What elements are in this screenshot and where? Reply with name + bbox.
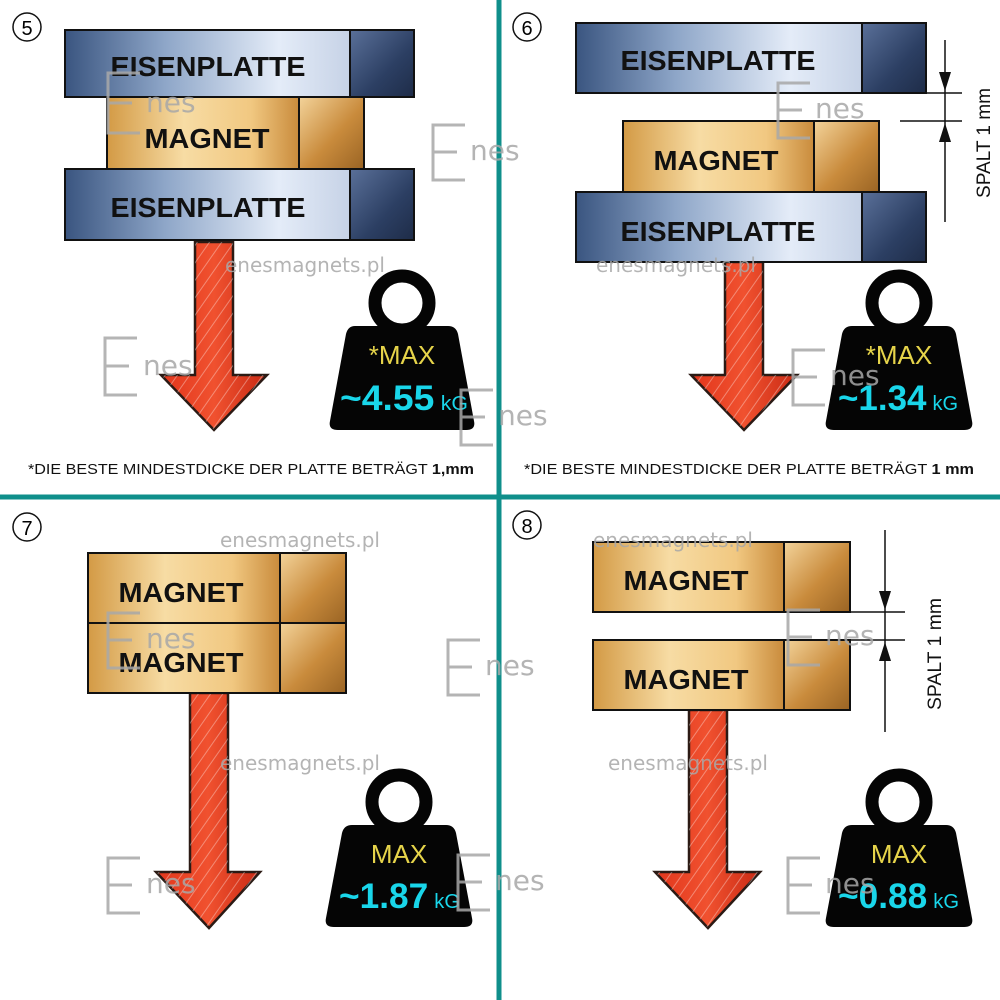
brand-logo-watermark: nes bbox=[106, 856, 196, 915]
magnet-label: MAGNET bbox=[119, 577, 244, 608]
brand-logo-watermark: nes bbox=[459, 388, 548, 447]
watermark-url: enesmagnets.pl bbox=[593, 528, 753, 552]
weight-icon: *MAX ~4.55 kG bbox=[329, 269, 475, 430]
plate-thickness-note: *DIE BESTE MINDESTDICKE DER PLATTE BETRÄ… bbox=[524, 461, 974, 478]
weight-value: ~4.55 kG bbox=[340, 379, 468, 418]
plate-label: EISENPLATTE bbox=[621, 45, 816, 76]
iron-plate-bottom: EISENPLATTE bbox=[575, 191, 927, 263]
brand-logo-watermark: nes bbox=[431, 123, 520, 182]
note-text: *DIE BESTE MINDESTDICKE DER PLATTE BETRÄ… bbox=[28, 461, 432, 478]
max-label: *MAX bbox=[866, 340, 932, 370]
magnet-label: MAGNET bbox=[119, 647, 244, 678]
brand-logo-watermark: nes bbox=[791, 348, 880, 407]
panel-8: 8 MAGNET MAGNET SPALT 1 mm MAX bbox=[512, 510, 973, 930]
watermark-url: enesmagnets.pl bbox=[596, 253, 756, 277]
force-unit: kG bbox=[932, 393, 958, 415]
magnet-label: MAGNET bbox=[624, 664, 749, 695]
plate-label: EISENPLATTE bbox=[621, 216, 816, 247]
force-arrow bbox=[153, 691, 263, 930]
iron-plate-top: EISENPLATTE bbox=[64, 29, 415, 98]
panel-number: 7 bbox=[21, 518, 32, 540]
max-label: MAX bbox=[371, 839, 427, 869]
note-value: 1,mm bbox=[432, 461, 474, 478]
weight-icon: MAX ~0.88 kG bbox=[825, 768, 973, 927]
brand-logo-watermark: nes bbox=[776, 81, 865, 140]
force-unit: kG bbox=[434, 891, 460, 913]
panel-5: 5 EISENPLATTE MAGNET EISENPLATTE bbox=[12, 12, 475, 478]
magnet-label: MAGNET bbox=[145, 123, 270, 154]
magnet-block-top: MAGNET bbox=[87, 552, 347, 624]
svg-text:nes: nes bbox=[825, 867, 875, 900]
panel-7: 7 MAGNET MAGNET MAX ~1.87 kG bbox=[12, 512, 473, 930]
force-arrow bbox=[158, 240, 270, 432]
svg-text:nes: nes bbox=[830, 359, 880, 392]
iron-plate-bottom: EISENPLATTE bbox=[64, 168, 415, 241]
gap-label: SPALT 1 mm bbox=[925, 598, 946, 710]
svg-text:nes: nes bbox=[146, 867, 196, 900]
svg-text:nes: nes bbox=[495, 864, 545, 897]
magnet-block-bottom: MAGNET bbox=[592, 639, 851, 711]
magnet-label: MAGNET bbox=[654, 145, 779, 176]
weight-value: ~1.87 kG bbox=[339, 877, 460, 916]
force-number: ~1.87 bbox=[339, 877, 428, 916]
force-unit: kG bbox=[441, 393, 468, 415]
gap-label: SPALT 1 mm bbox=[974, 88, 995, 198]
max-label: *MAX bbox=[369, 340, 435, 370]
iron-plate-top: EISENPLATTE bbox=[575, 22, 927, 94]
brand-logo-watermark: nes bbox=[446, 638, 535, 697]
watermark-url: enesmagnets.pl bbox=[220, 528, 380, 552]
force-arrow bbox=[688, 260, 800, 432]
svg-text:nes: nes bbox=[146, 622, 196, 655]
plate-thickness-note: *DIE BESTE MINDESTDICKE DER PLATTE BETRÄ… bbox=[28, 461, 474, 478]
brand-logo-watermark: nes bbox=[106, 71, 196, 135]
note-value: 1 mm bbox=[932, 461, 974, 478]
watermark-url: enesmagnets.pl bbox=[608, 751, 768, 775]
magnet-block-top: MAGNET bbox=[592, 541, 851, 613]
note-text: *DIE BESTE MINDESTDICKE DER PLATTE BETRÄ… bbox=[524, 461, 932, 478]
plate-label: EISENPLATTE bbox=[111, 192, 306, 223]
svg-text:nes: nes bbox=[485, 649, 535, 682]
watermarks: enesmagnets.pl enesmagnets.pl enesmagnet… bbox=[103, 71, 880, 915]
panel-number: 6 bbox=[521, 18, 532, 40]
force-arrow bbox=[652, 708, 763, 930]
panel-number: 5 bbox=[21, 18, 32, 40]
svg-text:nes: nes bbox=[815, 92, 865, 125]
magnet-block: MAGNET bbox=[622, 120, 880, 193]
weight-icon: MAX ~1.87 kG bbox=[325, 768, 473, 927]
panel-6: 6 EISENPLATTE MAGNET EISENPLATTE bbox=[512, 12, 995, 478]
force-number: ~1.34 bbox=[838, 379, 927, 418]
svg-text:nes: nes bbox=[470, 134, 520, 167]
panel-number: 8 bbox=[521, 516, 532, 538]
panel-number-badge bbox=[12, 512, 42, 542]
svg-text:nes: nes bbox=[146, 86, 196, 119]
force-number: ~4.55 bbox=[340, 379, 434, 418]
magnet-block-bottom: MAGNET bbox=[87, 622, 347, 694]
magnet-label: MAGNET bbox=[624, 565, 749, 596]
brand-logo-watermark: nes bbox=[786, 856, 875, 915]
max-label: MAX bbox=[871, 839, 927, 869]
svg-text:nes: nes bbox=[143, 349, 193, 382]
panel-number-badge bbox=[12, 12, 42, 42]
gap-dimension: SPALT 1 mm bbox=[850, 530, 946, 732]
weight-value: ~0.88 kG bbox=[838, 877, 959, 916]
svg-text:nes: nes bbox=[498, 399, 548, 432]
gap-dimension: SPALT 1 mm bbox=[900, 40, 995, 222]
force-number: ~0.88 bbox=[838, 877, 927, 916]
watermark-url: enesmagnets.pl bbox=[220, 751, 380, 775]
brand-logo-watermark: nes bbox=[456, 853, 545, 912]
brand-logo-watermark: nes bbox=[103, 336, 193, 397]
svg-text:nes: nes bbox=[825, 619, 875, 652]
panel-number-badge bbox=[512, 12, 542, 42]
force-unit: kG bbox=[933, 891, 959, 913]
watermark-url: enesmagnets.pl bbox=[225, 253, 385, 277]
plate-label: EISENPLATTE bbox=[111, 51, 306, 82]
brand-logo-watermark: nes bbox=[786, 608, 875, 667]
brand-logo-watermark: nes bbox=[106, 611, 196, 670]
panel-number-badge bbox=[512, 510, 542, 540]
